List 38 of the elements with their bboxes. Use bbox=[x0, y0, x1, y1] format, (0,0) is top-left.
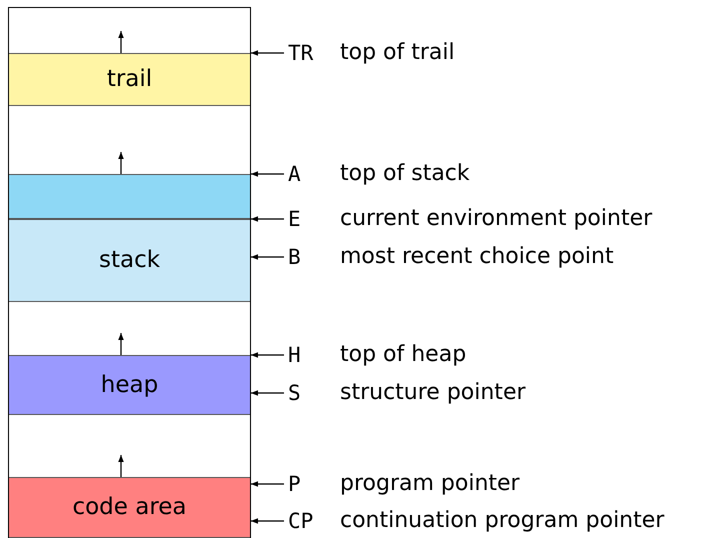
register-name: A bbox=[288, 162, 301, 186]
region-label: code area bbox=[72, 494, 187, 520]
memory-region bbox=[9, 174, 250, 218]
pointer-arrow bbox=[251, 481, 284, 487]
growth-arrow bbox=[118, 455, 124, 477]
memory-region bbox=[9, 476, 250, 538]
register-name: B bbox=[288, 245, 301, 269]
pointer-arrow bbox=[251, 254, 284, 260]
region-label: trail bbox=[106, 66, 152, 92]
register-description: structure pointer bbox=[340, 379, 526, 407]
register-description: continuation program pointer bbox=[340, 507, 664, 535]
growth-arrow bbox=[118, 31, 124, 53]
region-label: heap bbox=[100, 372, 158, 398]
pointer-arrow bbox=[251, 171, 284, 177]
register-name: TR bbox=[288, 41, 314, 65]
register-name: P bbox=[288, 472, 301, 496]
region-label: stack bbox=[98, 247, 160, 273]
register-description: current environment pointer bbox=[340, 205, 652, 233]
register-description: program pointer bbox=[340, 470, 520, 498]
register-name: CP bbox=[288, 509, 314, 533]
memory-region bbox=[9, 218, 250, 302]
register-description: most recent choice point bbox=[340, 243, 614, 271]
pointer-arrow bbox=[251, 50, 284, 56]
growth-arrow bbox=[118, 333, 124, 355]
growth-arrow bbox=[118, 152, 124, 174]
memory-column bbox=[8, 7, 251, 538]
register-description: top of trail bbox=[340, 39, 455, 67]
register-description: top of heap bbox=[340, 341, 466, 369]
register-name: S bbox=[288, 381, 301, 405]
register-name: E bbox=[288, 207, 301, 231]
register-name: H bbox=[288, 343, 301, 367]
pointer-arrow bbox=[251, 352, 284, 358]
pointer-arrow bbox=[251, 216, 284, 222]
memory-region bbox=[9, 354, 250, 414]
pointer-arrow bbox=[251, 390, 284, 396]
memory-region bbox=[9, 52, 250, 106]
register-description: top of stack bbox=[340, 160, 470, 188]
pointer-arrow bbox=[251, 518, 284, 524]
